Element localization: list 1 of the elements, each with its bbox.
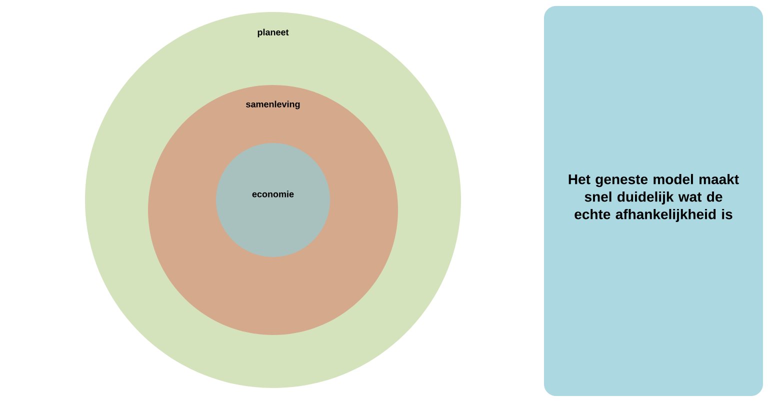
quote-card: Het geneste model maakt snel duidelijk wat de echte afhankelijkheid is (544, 6, 763, 396)
